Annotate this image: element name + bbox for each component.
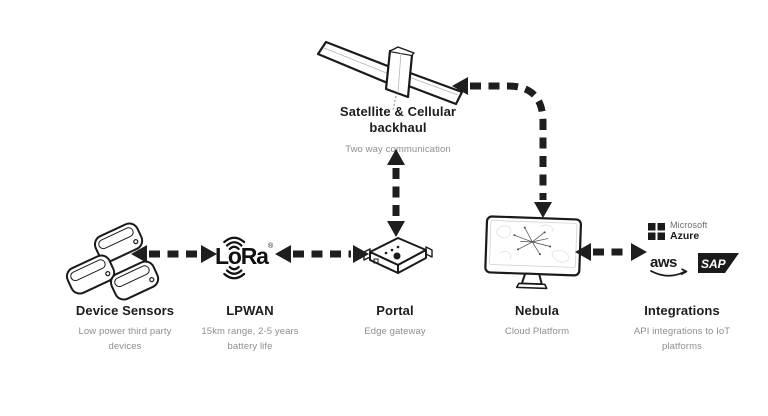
map-contours xyxy=(496,224,569,263)
integrations-subtitle: API integrations to IoT platforms xyxy=(633,326,731,352)
microsoft-azure-logo: Microsoft Azure xyxy=(648,220,707,242)
nebula-title: Nebula xyxy=(515,303,559,318)
lpwan-title: LPWAN xyxy=(226,303,274,318)
lora-registered-mark: ® xyxy=(268,242,274,250)
lora-logo: LoRa ® xyxy=(215,236,274,280)
device-sensors-title: Device Sensors xyxy=(75,303,175,318)
microsoft-text: Microsoft xyxy=(670,220,708,230)
device-sensors-subtitle: Low power third party devices xyxy=(78,326,172,352)
node-satellite: Satellite & Cellular backhaul Two way co… xyxy=(318,104,478,157)
aws-smile-arc xyxy=(650,270,685,277)
arrow-sensors-lpwan xyxy=(131,245,217,263)
satellite-icon xyxy=(316,40,464,111)
arrow-satellite-nebula xyxy=(452,77,552,218)
nebula-monitor-icon xyxy=(484,215,583,290)
network-starburst xyxy=(514,227,551,255)
arrow-nebula-integrations xyxy=(575,243,647,261)
node-nebula: Nebula Cloud Platform xyxy=(482,303,592,340)
portal-icon xyxy=(363,237,433,274)
lora-waves-top xyxy=(223,236,246,251)
arrow-lpwan-portal xyxy=(275,245,369,263)
lora-waves-bottom xyxy=(223,265,246,280)
integrations-title: Integrations xyxy=(644,303,720,318)
microsoft-window-icon xyxy=(648,222,665,240)
azure-text: Azure xyxy=(670,230,700,243)
node-portal: Portal Edge gateway xyxy=(340,303,450,340)
sap-logo: SAP xyxy=(698,253,739,273)
portal-title: Portal xyxy=(376,303,414,318)
node-lpwan: LPWAN 15km range, 2-5 years battery life xyxy=(190,303,310,354)
nebula-subtitle: Cloud Platform xyxy=(504,326,570,338)
aws-logo: aws xyxy=(650,254,688,277)
lpwan-subtitle: 15km range, 2-5 years battery life xyxy=(201,326,299,352)
arrow-portal-satellite xyxy=(387,149,405,237)
device-sensors-icon xyxy=(65,222,160,301)
lora-logo-text: LoRa xyxy=(215,243,269,269)
satellite-subtitle: Two way communication xyxy=(345,143,451,155)
node-device-sensors: Device Sensors Low power third party dev… xyxy=(70,303,180,354)
aws-smile-arrowhead xyxy=(680,268,688,276)
sap-logo-text: SAP xyxy=(701,257,727,271)
portal-subtitle: Edge gateway xyxy=(364,326,426,338)
node-integrations: Integrations API integrations to IoT pla… xyxy=(625,303,740,354)
aws-logo-text: aws xyxy=(650,254,677,271)
satellite-title: Satellite & Cellular backhaul xyxy=(339,104,457,136)
